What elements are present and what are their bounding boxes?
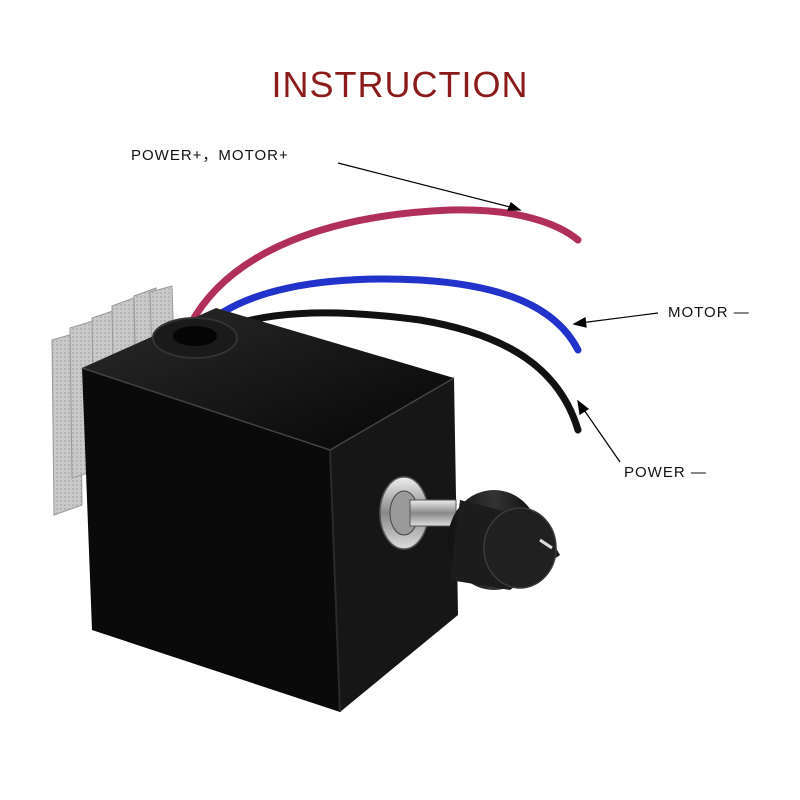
black-wire xyxy=(201,309,582,434)
pointer-power-motor-pos xyxy=(337,162,515,209)
red-wire xyxy=(186,206,582,329)
pointer-motor-neg xyxy=(579,312,659,324)
pointer-power-neg xyxy=(581,406,621,463)
label-power-negative: POWER — xyxy=(624,464,707,481)
instruction-title: INSTRUCTION xyxy=(271,64,529,105)
pointer-lines xyxy=(337,162,659,463)
knob-indicator-mark xyxy=(539,538,553,550)
label-power-motor-positive: POWER+，MOTOR+ xyxy=(131,147,289,164)
label-motor-negative: MOTOR — xyxy=(668,304,750,321)
wires xyxy=(186,206,582,434)
blue-wire xyxy=(196,275,582,354)
speed-knob xyxy=(379,476,560,590)
